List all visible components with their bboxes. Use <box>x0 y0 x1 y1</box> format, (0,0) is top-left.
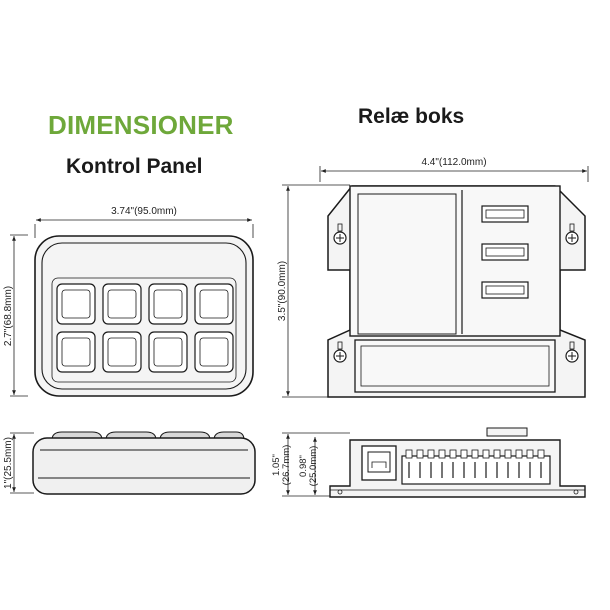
relay-terminal-block <box>354 339 556 393</box>
relay-rj-port <box>367 451 391 473</box>
panel-switch-cap <box>107 337 137 367</box>
relay-terminals <box>405 449 545 478</box>
terminal-pin <box>504 449 512 459</box>
control-panel-title: Kontrol Panel <box>66 155 203 178</box>
relay-foot-hole <box>337 489 343 495</box>
relay-slot <box>481 281 529 299</box>
terminal-pin <box>405 449 413 459</box>
panel-switch <box>148 283 188 325</box>
panel-switch <box>194 283 234 325</box>
relay-side-cover-bump <box>486 427 528 437</box>
relay-rj-pins <box>371 461 387 468</box>
relay-slot <box>481 205 529 223</box>
screw-slot-hole <box>337 223 343 232</box>
panel-switch-cap <box>199 337 229 367</box>
panel-switch <box>194 331 234 373</box>
panel-switch-cap <box>107 289 137 319</box>
relay-rj-jack <box>361 445 397 481</box>
relay-screws <box>333 223 579 363</box>
relay-slot-inner <box>485 247 525 257</box>
panel-side-body <box>32 437 256 495</box>
panel-switch <box>102 283 142 325</box>
panel-bezel <box>41 242 247 390</box>
relay-side-view: 1.05" (26.7mm) 0.98" (25.0mm) <box>271 427 586 498</box>
screw-slot-hole <box>569 341 575 350</box>
relay-side-height-label-2-mm: (25.0mm) <box>308 446 319 487</box>
screw-slot-hole <box>337 341 343 350</box>
panel-switch-grid <box>56 283 234 373</box>
relay-side-height-label-2: 0.98" <box>298 455 309 477</box>
panel-switch-area <box>51 277 237 383</box>
panel-switch <box>56 331 96 373</box>
relay-side-height-label-1-mm: (26.7mm) <box>281 445 292 486</box>
terminal-pin <box>427 449 435 459</box>
relay-top-view: 4.4"(112.0mm) 3.5"(90.0mm) <box>277 157 589 398</box>
terminal-pin <box>471 449 479 459</box>
relay-terminal-inner <box>360 345 550 387</box>
relay-terminal-strip <box>401 455 551 485</box>
panel-switch <box>102 331 142 373</box>
relay-slot-inner <box>485 209 525 219</box>
terminal-pin <box>449 449 457 459</box>
terminal-pin <box>515 449 523 459</box>
terminal-pin <box>460 449 468 459</box>
relay-box-title: Relæ boks <box>358 105 465 128</box>
relay-slot <box>481 243 529 261</box>
panel-switch <box>56 283 96 325</box>
screw-slot-hole <box>569 223 575 232</box>
relay-slot-inner <box>485 285 525 295</box>
panel-switch-cap <box>153 289 183 319</box>
terminal-pin <box>526 449 534 459</box>
panel-front-view: 3.74"(95.0mm) 2.7"(68.8mm) <box>3 206 254 397</box>
panel-side-height-label: 1"(25.5mm) <box>3 437 14 489</box>
panel-width-label: 3.74"(95.0mm) <box>111 206 177 217</box>
relay-foot-hole <box>573 489 579 495</box>
terminal-pin <box>416 449 424 459</box>
relay-width-label: 4.4"(112.0mm) <box>421 157 486 168</box>
relay-side-height-label-1: 1.05" <box>271 454 282 476</box>
terminal-pin <box>482 449 490 459</box>
panel-switch <box>148 331 188 373</box>
terminal-pin <box>537 449 545 459</box>
panel-switch-cap <box>61 289 91 319</box>
relay-height-label: 3.5"(90.0mm) <box>277 261 288 321</box>
terminal-pin <box>438 449 446 459</box>
relay-cover <box>357 193 457 335</box>
terminal-pin <box>493 449 501 459</box>
panel-side-view: 1"(25.5mm) <box>3 431 256 495</box>
panel-switch-cap <box>153 337 183 367</box>
page-heading: DIMENSIONER <box>48 110 234 140</box>
panel-switch-cap <box>61 337 91 367</box>
panel-height-label: 2.7"(68.8mm) <box>3 286 14 346</box>
panel-switch-cap <box>199 289 229 319</box>
